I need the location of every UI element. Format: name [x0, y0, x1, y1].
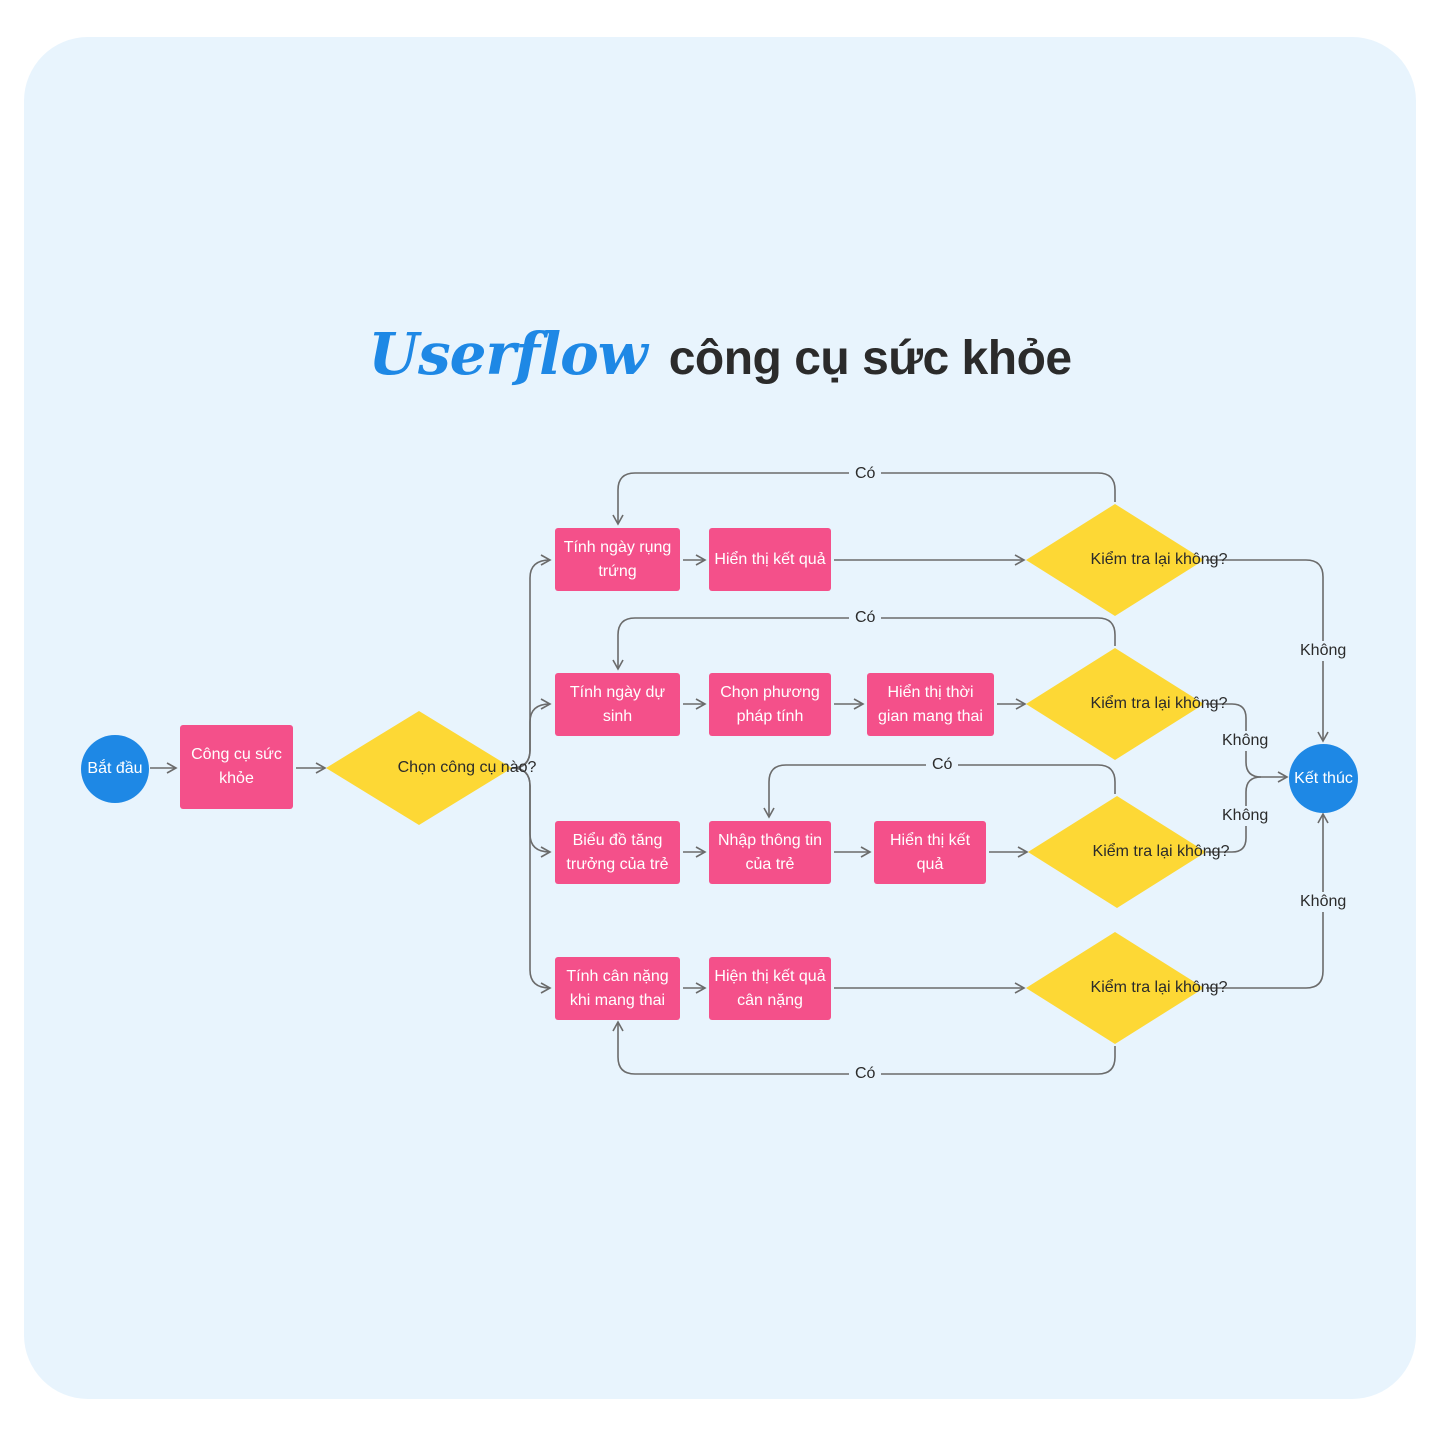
check1-label: Kiểm tra lại không? — [1090, 551, 1228, 568]
edge-check3-no — [1206, 776, 1262, 853]
check3-decision[interactable]: Kiểm tra lại không? — [1028, 796, 1229, 908]
edge-label-yes1: Có — [849, 464, 882, 484]
edge-label-no2: Không — [1216, 731, 1275, 751]
edge-label-no1: Không — [1294, 641, 1353, 661]
check4-label: Kiểm tra lại không? — [1090, 979, 1228, 996]
method-node[interactable]: Chọn phương pháp tính — [709, 673, 831, 736]
check4-decision[interactable]: Kiểm tra lại không? — [1026, 932, 1227, 1044]
choose-tool-decision[interactable]: Chọn công cụ nào? — [326, 711, 536, 825]
edge-choose-weight — [511, 767, 552, 994]
title-rest: công cụ sức khỏe — [668, 332, 1072, 385]
health-tools-node[interactable]: Công cụ sức khỏe — [180, 725, 293, 809]
check1-decision[interactable]: Kiểm tra lại không? — [1026, 504, 1227, 616]
start-node[interactable]: Bắt đầu — [81, 735, 149, 803]
edge-check1-no — [1206, 559, 1329, 743]
check2-decision[interactable]: Kiểm tra lại không? — [1026, 648, 1227, 760]
choose-tool-label: Chọn công cụ nào? — [397, 759, 537, 776]
pregtime-node[interactable]: Hiển thị thời gian mang thai — [867, 673, 994, 736]
growth-node[interactable]: Biểu đồ tăng trưởng của trẻ — [555, 821, 680, 884]
ovulation-node[interactable]: Tính ngày rụng trứng — [555, 528, 680, 591]
edge-label-yes4: Có — [849, 1064, 882, 1084]
childinfo-node[interactable]: Nhập thông tin của trẻ — [709, 821, 831, 884]
duedate-node[interactable]: Tính ngày dự sinh — [555, 673, 680, 736]
title-script: Userflow — [368, 320, 647, 388]
edge-choose-duedate — [511, 698, 552, 769]
check3-label: Kiểm tra lại không? — [1092, 843, 1230, 860]
weight-node[interactable]: Tính cân nặng khi mang thai — [555, 957, 680, 1020]
edge-label-no3: Không — [1216, 806, 1275, 826]
edge-label-yes2: Có — [849, 608, 882, 628]
weightresult-node[interactable]: Hiện thị kết quả cân nặng — [709, 957, 831, 1020]
page-title: Userflow công cụ sức khỏe — [0, 320, 1440, 388]
edge-label-yes3: Có — [926, 755, 959, 775]
edge-check4-no — [1206, 812, 1329, 989]
check2-label: Kiểm tra lại không? — [1090, 695, 1228, 712]
result3-node[interactable]: Hiển thị kết quả — [874, 821, 986, 884]
result1-node[interactable]: Hiển thị kết quả — [709, 528, 831, 591]
end-node[interactable]: Kết thúc — [1289, 744, 1358, 813]
edge-label-no4: Không — [1294, 892, 1353, 912]
